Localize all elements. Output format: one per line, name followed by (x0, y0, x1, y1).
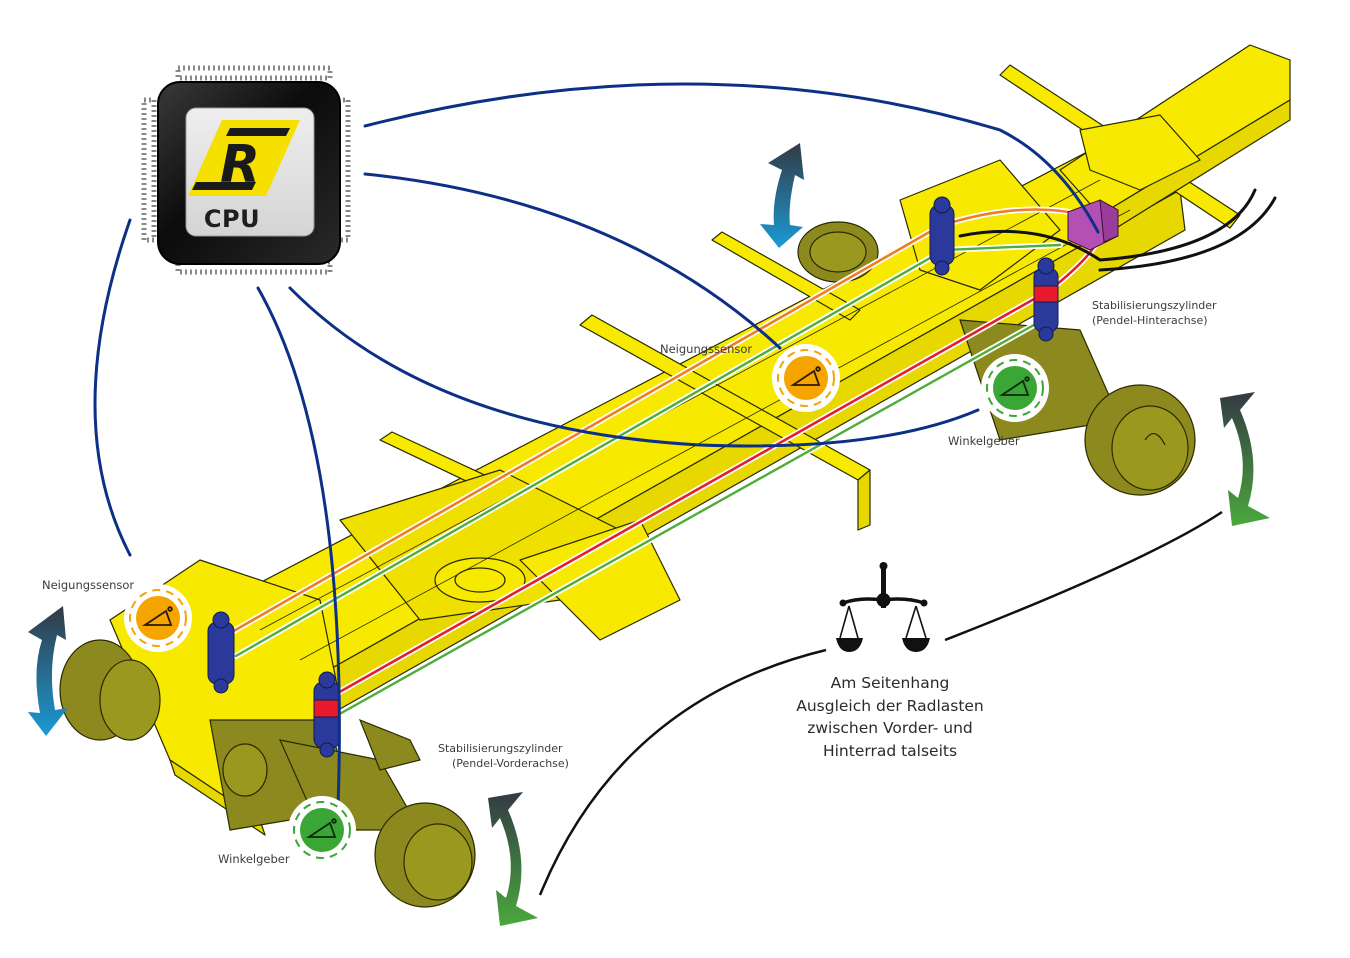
label-stab-cylinder-front-subtitle: (Pendel-Vorderachse) (452, 757, 569, 770)
cpu-chip: R (141, 65, 351, 275)
r-logo-icon: R (188, 120, 300, 196)
tilt-arrow-rear-frame (760, 143, 804, 248)
angle-icon (306, 818, 337, 838)
label-stab-cylinder-rear-subtitle: (Pendel-Hinterachse) (1092, 314, 1208, 327)
stabilizer-cylinder-front-right (313, 671, 341, 758)
caption-line: Hinterrad talseits (822, 741, 958, 760)
balance-caption: Am Seitenhang Ausgleich der Radlasten zw… (770, 672, 1010, 762)
angle-icon (142, 606, 173, 626)
stabilizer-cylinder-front-left (207, 611, 235, 694)
caption-line: zwischen Vorder- und (807, 719, 973, 737)
label-angle-encoder-front: Winkelgeber (218, 852, 290, 866)
signal-line-front-angle (256, 286, 341, 810)
caption-line: Am Seitenhang (830, 674, 950, 692)
cpu-signal-lines (93, 82, 1100, 810)
signal-line-rear-angle (288, 286, 980, 448)
stabilizer-cylinder-rear-right (1033, 257, 1059, 342)
angle-encoder-rear (981, 354, 1049, 422)
tilt-arrow-rear-right (1220, 392, 1270, 526)
label-angle-encoder-rear: Winkelgeber (948, 434, 1020, 448)
balance-scale-icon (836, 562, 930, 652)
caption-line: Ausgleich der Radlasten (796, 696, 984, 715)
label-tilt-sensor-rear: Neigungssensor (660, 342, 753, 356)
r-logo-letter: R (220, 135, 260, 195)
signal-line-rear-tilt (363, 172, 782, 350)
angle-icon (790, 366, 821, 386)
balance-curves (538, 510, 1223, 896)
hose-black-2 (1098, 196, 1277, 272)
signal-line-valve (363, 82, 1100, 234)
stabilizer-cylinder-rear-left (929, 196, 955, 276)
tilt-sensor-rear (772, 344, 840, 412)
cpu-label: CPU (203, 205, 261, 233)
label-stab-cylinder-front-title: Stabilisierungszylinder (438, 742, 563, 755)
label-stab-cylinder-rear-title: Stabilisierungszylinder (1092, 299, 1217, 312)
front-axle (59, 639, 476, 908)
label-tilt-sensor-front: Neigungssensor (42, 578, 135, 592)
angle-encoder-front (288, 796, 356, 864)
tilt-arrow-front-left (28, 606, 68, 736)
angle-icon (999, 376, 1030, 396)
hose-black-1 (958, 188, 1257, 262)
tilt-arrow-front-right (488, 792, 538, 926)
signal-line-front-tilt (93, 218, 132, 557)
tilt-sensor-front (124, 584, 192, 652)
